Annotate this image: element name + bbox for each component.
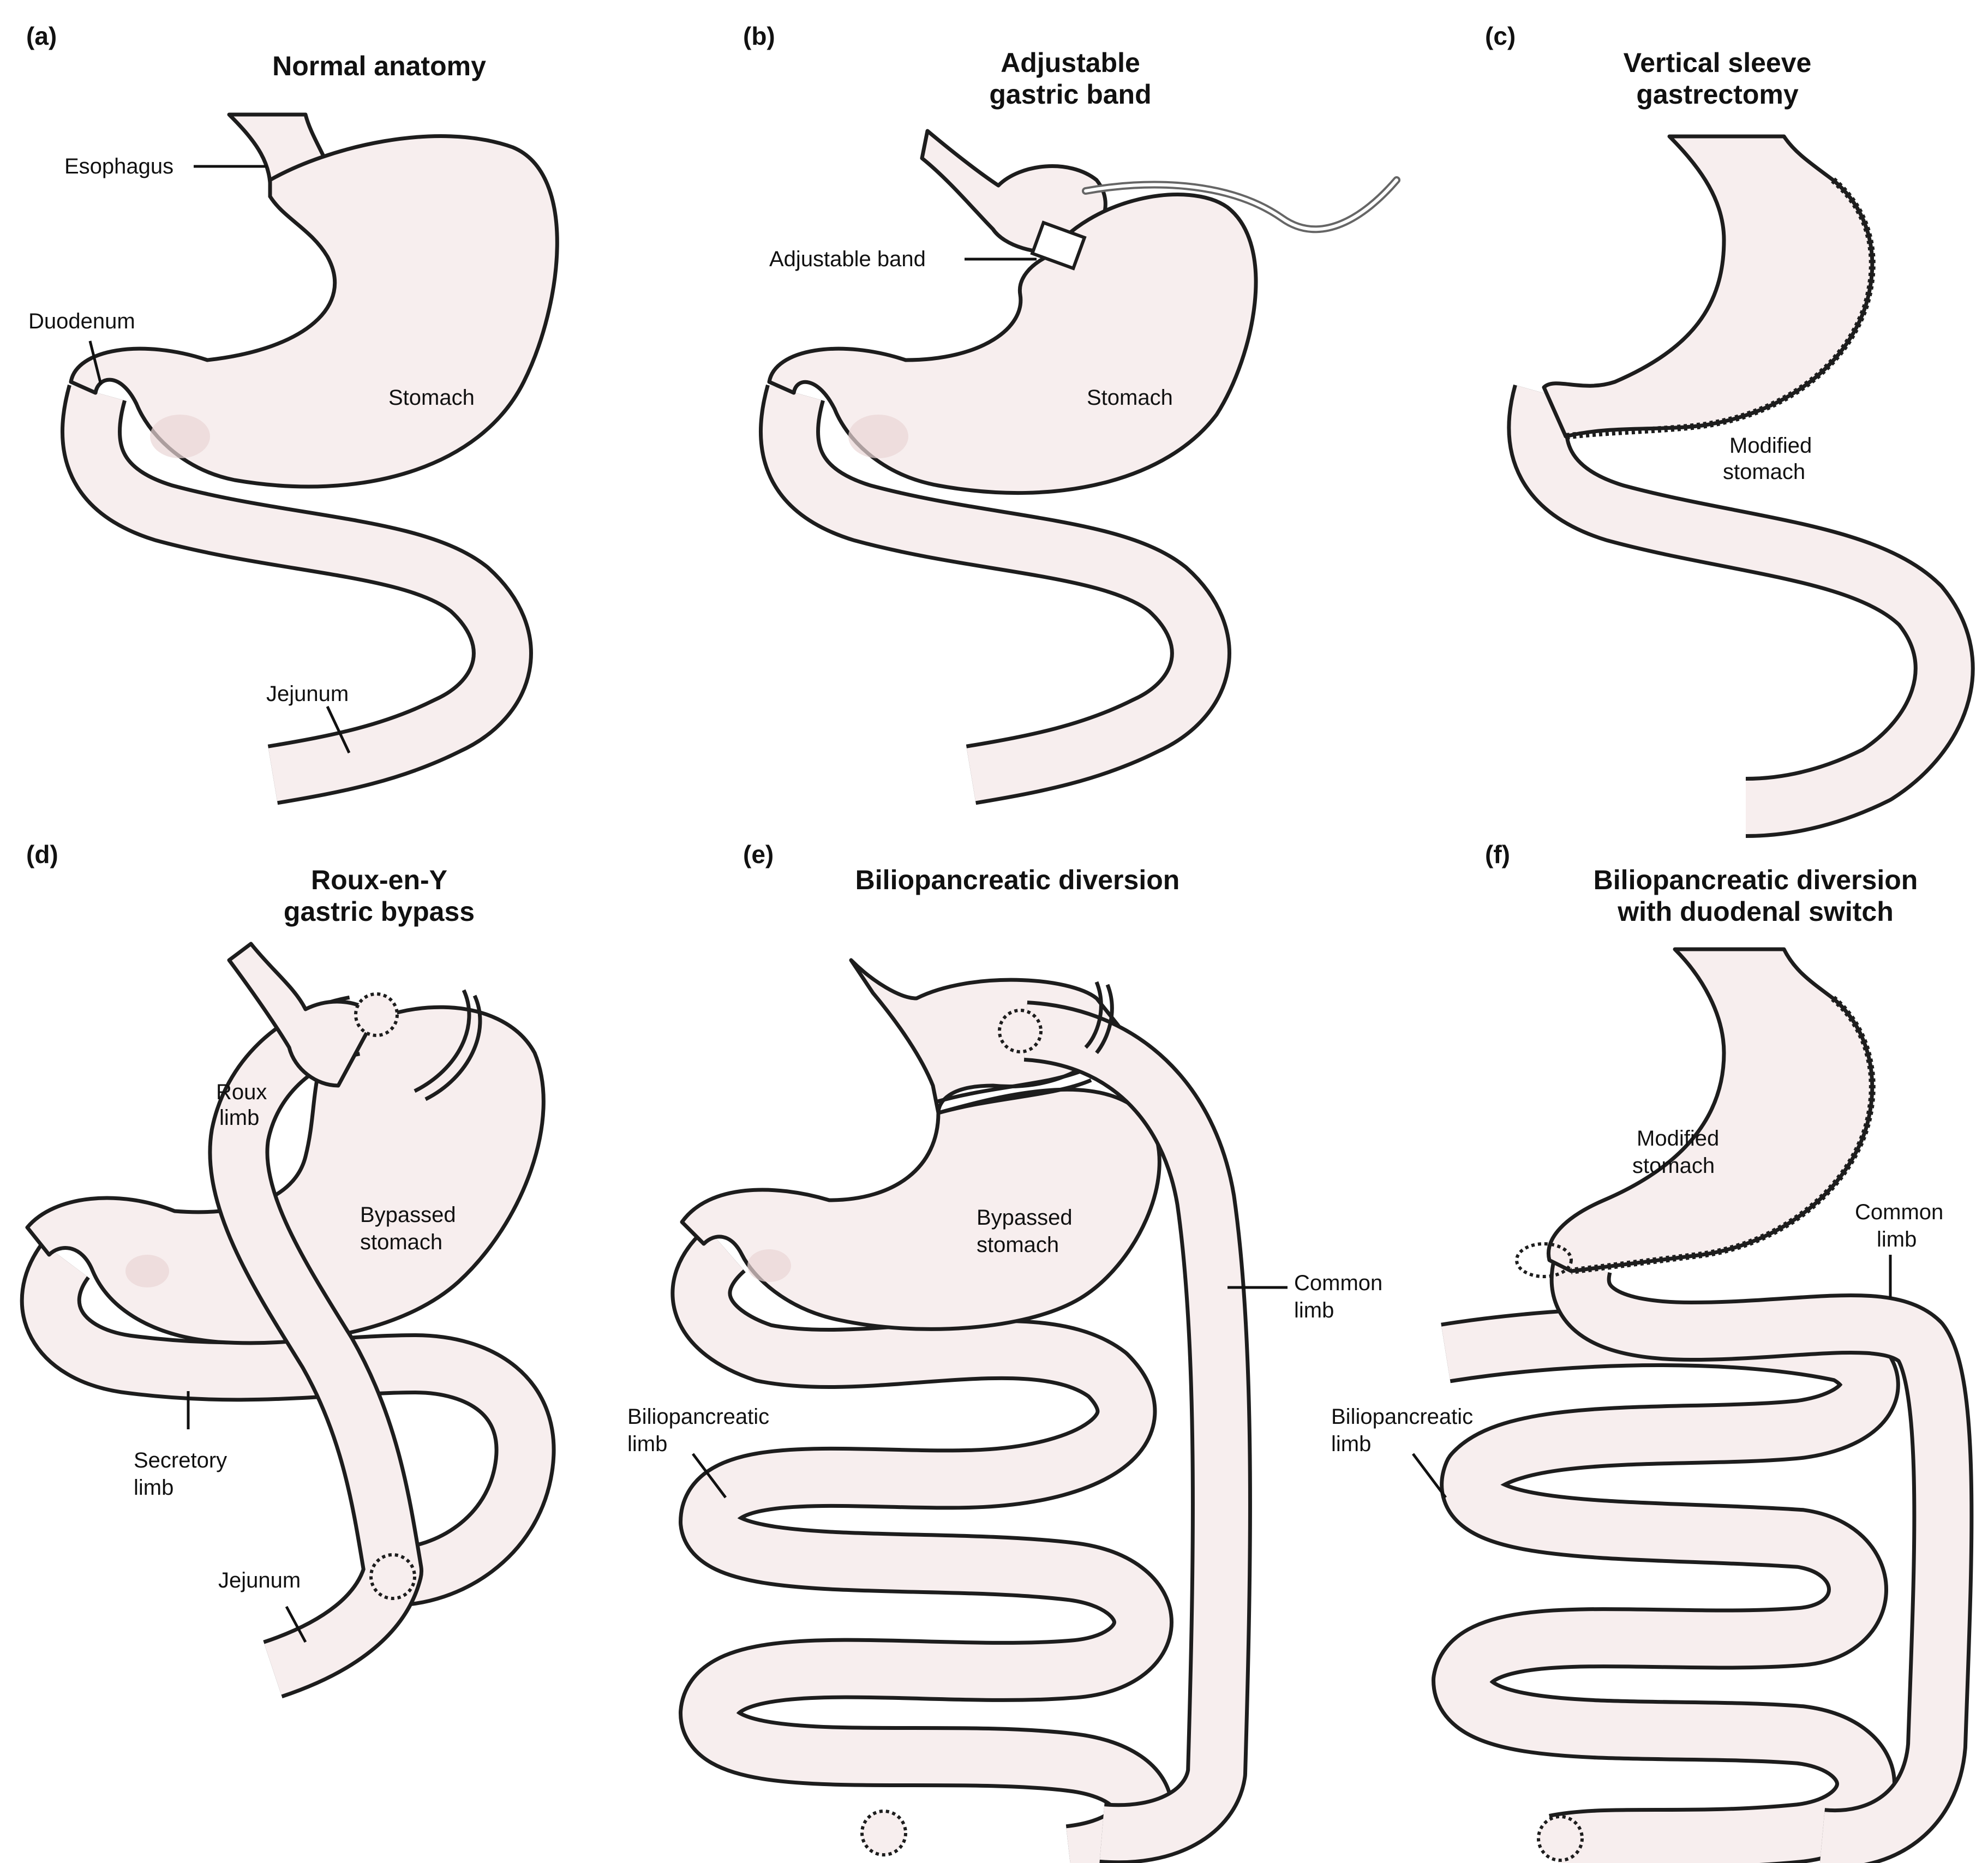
panel-c-drawing bbox=[1507, 134, 1975, 838]
bypassed-stomach-shape bbox=[680, 1087, 1161, 1331]
panel-a: (a) Normal anatomy Esophagus Duodenum St… bbox=[26, 22, 559, 805]
label-jejunum: Jejunum bbox=[266, 682, 349, 706]
label-roux-limb-line-2: limb bbox=[219, 1106, 259, 1130]
panel-e-title: Biliopancreatic diversion bbox=[855, 865, 1180, 895]
label-bypassed-stomach-line-2: stomach bbox=[977, 1233, 1059, 1257]
label-bypassed-stomach-line-1: Bypassed bbox=[977, 1206, 1073, 1230]
panel-b-drawing bbox=[759, 129, 1400, 805]
panel-d: (d) Roux-en-Y gastric bypass Roux limb B… bbox=[20, 840, 556, 1699]
label-common-limb-line-1: Common bbox=[1294, 1271, 1382, 1295]
label-biliopancreatic-limb-line-1: Biliopancreatic bbox=[1331, 1405, 1473, 1429]
panel-f-title-line-1: Biliopancreatic diversion bbox=[1594, 865, 1918, 895]
panel-f-drawing bbox=[1432, 947, 1974, 1863]
panel-c-title-line-1: Vertical sleeve bbox=[1624, 47, 1812, 78]
panel-b-title-line-1: Adjustable bbox=[1001, 47, 1140, 78]
panel-c: (c) Vertical sleeve gastrectomy Modified… bbox=[1485, 22, 1975, 838]
label-bypassed-stomach-line-1: Bypassed bbox=[360, 1203, 456, 1227]
label-bypassed-stomach-line-2: stomach bbox=[360, 1230, 442, 1254]
panel-b-letter: (b) bbox=[743, 22, 775, 50]
label-modified-stomach-line-1: Modified bbox=[1729, 434, 1812, 458]
panel-b: (b) Adjustable gastric band Adjustable b… bbox=[743, 22, 1400, 805]
sleeve-stomach-shape bbox=[1547, 947, 1875, 1273]
label-stomach: Stomach bbox=[388, 386, 475, 410]
panel-c-letter: (c) bbox=[1485, 22, 1516, 50]
label-esophagus: Esophagus bbox=[64, 154, 173, 178]
panel-d-drawing bbox=[20, 942, 556, 1699]
panel-f-title-line-2: with duodenal switch bbox=[1617, 896, 1894, 927]
panel-a-drawing bbox=[61, 112, 559, 805]
panel-a-letter: (a) bbox=[26, 22, 57, 50]
panel-f-letter: (f) bbox=[1485, 840, 1510, 868]
stomach-shape bbox=[69, 134, 559, 489]
label-common-limb-line-2: limb bbox=[1877, 1227, 1917, 1251]
label-biliopancreatic-limb-line-2: limb bbox=[1331, 1432, 1371, 1456]
label-adjustable-band: Adjustable band bbox=[769, 247, 926, 271]
panel-e-letter: (e) bbox=[743, 840, 774, 868]
label-common-limb-line-1: Common bbox=[1855, 1200, 1943, 1224]
sleeve-stomach-shape bbox=[1542, 134, 1875, 439]
label-secretory-limb-line-1: Secretory bbox=[134, 1448, 227, 1472]
panel-c-title-line-2: gastrectomy bbox=[1636, 79, 1799, 110]
panel-e: (e) Biliopancreatic diversion Bypassed s… bbox=[627, 840, 1382, 1863]
panel-d-letter: (d) bbox=[26, 840, 58, 868]
panel-d-title-line-2: gastric bypass bbox=[284, 896, 475, 927]
label-modified-stomach-line-2: stomach bbox=[1632, 1154, 1715, 1178]
label-roux-limb-line-1: Roux bbox=[216, 1080, 267, 1104]
panel-b-title-line-2: gastric band bbox=[989, 79, 1151, 110]
label-stomach: Stomach bbox=[1087, 386, 1173, 410]
panel-e-drawing bbox=[670, 958, 1252, 1863]
label-biliopancreatic-limb-line-1: Biliopancreatic bbox=[627, 1405, 769, 1429]
label-modified-stomach-line-2: stomach bbox=[1723, 460, 1805, 484]
label-modified-stomach-line-1: Modified bbox=[1637, 1127, 1719, 1151]
panel-d-title-line-1: Roux-en-Y bbox=[311, 865, 447, 895]
label-duodenum: Duodenum bbox=[28, 309, 135, 333]
label-jejunum: Jejunum bbox=[218, 1568, 301, 1592]
panel-f: (f) Biliopancreatic diversion with duode… bbox=[1331, 840, 1974, 1863]
label-biliopancreatic-limb-line-2: limb bbox=[627, 1432, 667, 1456]
label-common-limb-line-2: limb bbox=[1294, 1298, 1334, 1322]
label-secretory-limb-line-2: limb bbox=[134, 1476, 173, 1500]
panel-a-title: Normal anatomy bbox=[272, 51, 486, 81]
